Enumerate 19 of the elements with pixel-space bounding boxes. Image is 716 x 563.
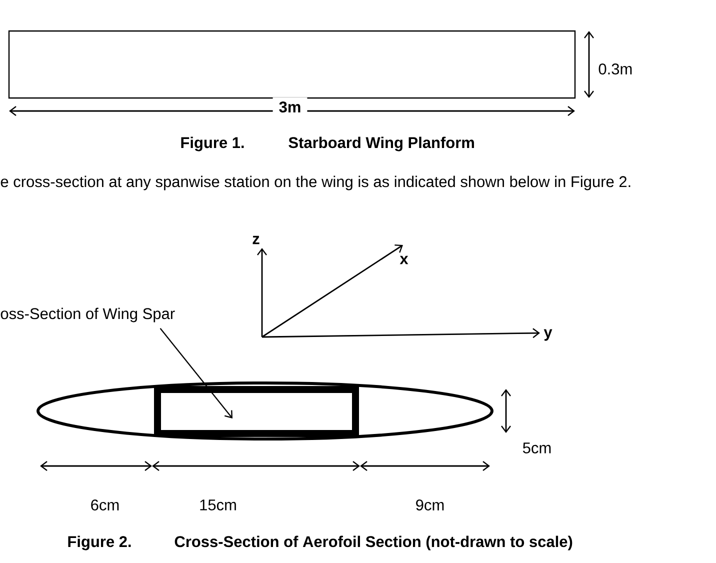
- dimension-label: 3m: [272, 98, 308, 116]
- figure-caption: Cross-Section of Aerofoil Section (not-drawn to scale): [174, 536, 572, 550]
- leader-line: [160, 328, 232, 418]
- body-text: e cross-section at any spanwise station on the wing is as indicated shown below in Figure 2.: [0, 176, 630, 190]
- dimension-label: 0.3m: [598, 64, 632, 74]
- dimension-label: 15cm: [200, 500, 236, 510]
- dimension-label: 5cm: [522, 442, 551, 454]
- axis-label: z: [252, 236, 260, 244]
- figure-caption: Starboard Wing Planform: [288, 136, 474, 152]
- aerofoil-outline: [36, 382, 494, 440]
- axis-label: y: [544, 329, 552, 341]
- spar-box: [154, 386, 359, 437]
- dimension-label: 9cm: [416, 500, 444, 510]
- callout-label: oss-Section of Wing Spar: [0, 308, 175, 322]
- wing-planform: [8, 30, 576, 99]
- figure-number: Figure 2.: [68, 536, 131, 550]
- dimension-label: 6cm: [91, 500, 119, 510]
- figure-number: Figure 1.: [181, 136, 244, 152]
- axis-label: x: [400, 256, 408, 264]
